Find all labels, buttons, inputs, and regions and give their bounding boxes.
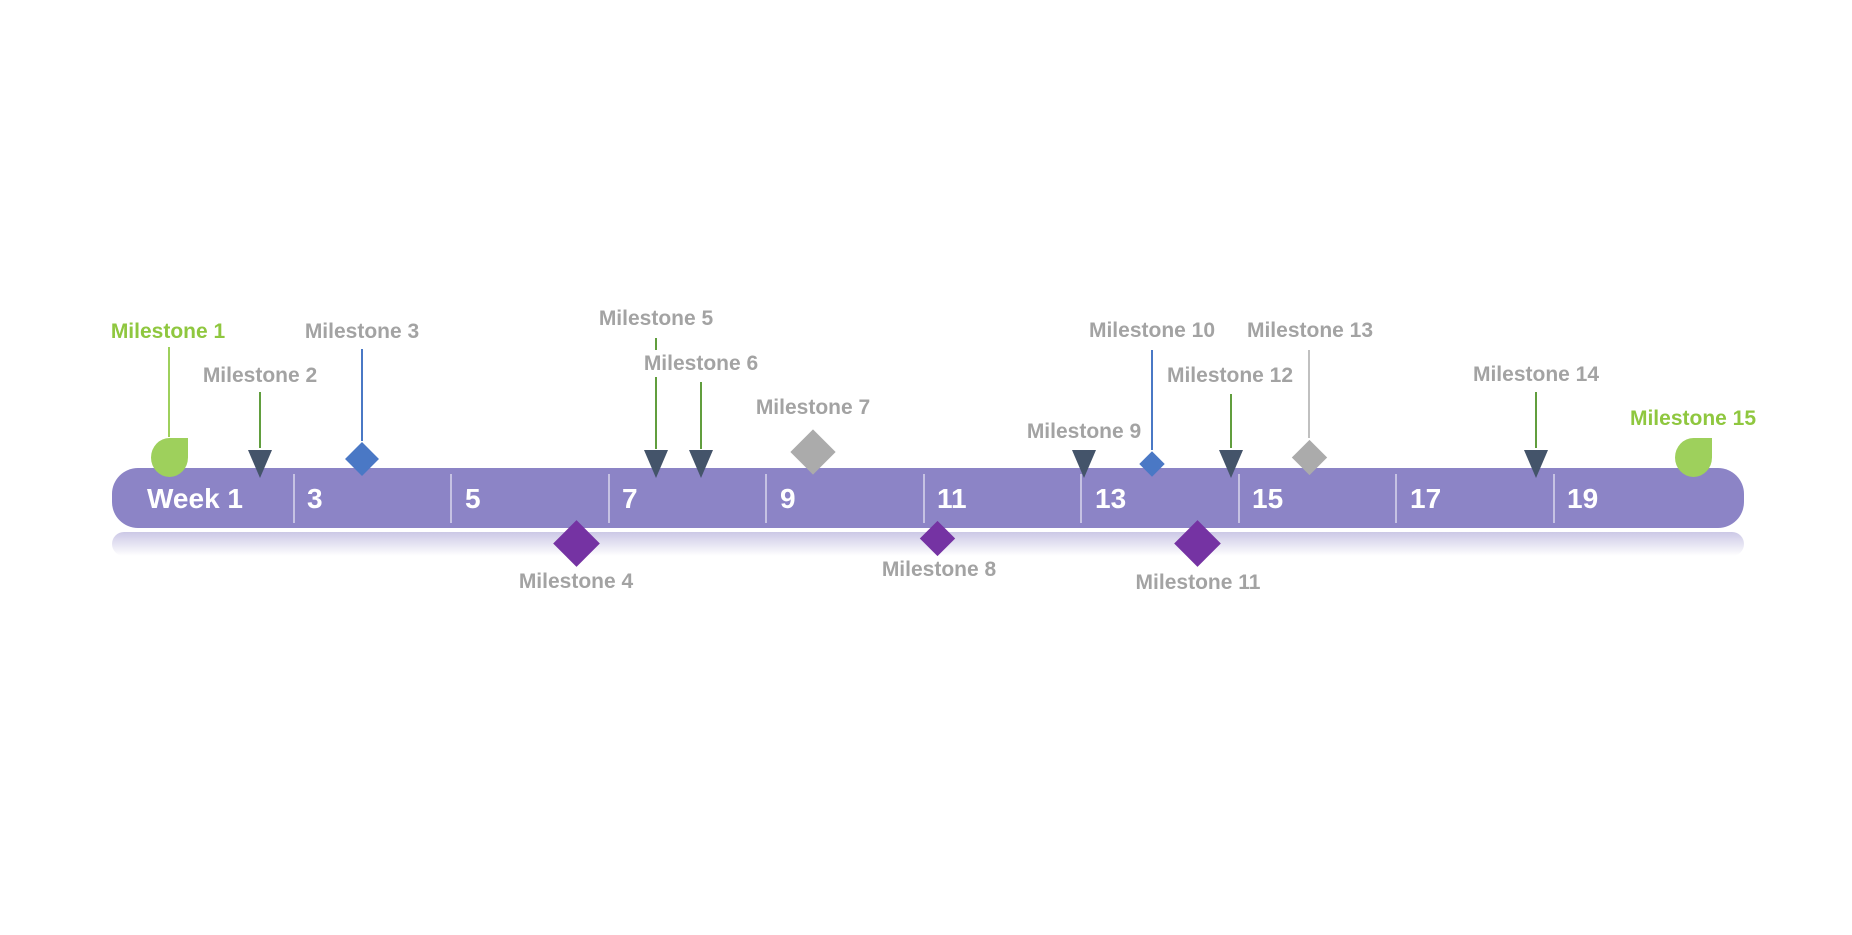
- milestone-14-connector: [1535, 392, 1537, 448]
- week-label: 13: [1095, 483, 1127, 514]
- milestone-1-label[interactable]: Milestone 1: [110, 320, 226, 343]
- milestone-6-label[interactable]: Milestone 6: [643, 352, 759, 375]
- week-divider: [1238, 474, 1240, 523]
- milestone-12-connector: [1230, 394, 1232, 448]
- milestone-15-label[interactable]: Milestone 15: [1629, 407, 1757, 430]
- milestone-5-triangle-marker-icon[interactable]: [643, 450, 668, 478]
- milestone-13-connector: [1308, 350, 1310, 438]
- week-divider: [765, 474, 767, 523]
- milestone-1-connector: [168, 347, 170, 437]
- week-label: Week 1: [147, 483, 243, 514]
- week-divider: [1080, 474, 1082, 523]
- milestone-5-connector: [655, 338, 657, 350]
- milestone-1-leaf-marker-icon[interactable]: [151, 438, 188, 477]
- milestone-2-label[interactable]: Milestone 2: [202, 364, 318, 387]
- milestone-3-label[interactable]: Milestone 3: [304, 320, 420, 343]
- milestone-15-leaf-marker-icon[interactable]: [1675, 438, 1712, 477]
- milestone-9-label[interactable]: Milestone 9: [1026, 420, 1142, 443]
- milestone-4-label[interactable]: Milestone 4: [518, 570, 634, 593]
- week-label: 19: [1567, 483, 1599, 514]
- timeline-bar[interactable]: [112, 468, 1744, 528]
- milestone-12-triangle-marker-icon[interactable]: [1218, 450, 1243, 478]
- milestone-14-label[interactable]: Milestone 14: [1472, 363, 1600, 386]
- milestone-6-connector: [700, 382, 702, 449]
- milestone-11-label[interactable]: Milestone 11: [1135, 571, 1261, 594]
- milestone-8-label[interactable]: Milestone 8: [881, 558, 997, 581]
- milestone-2-connector: [259, 392, 261, 448]
- week-divider: [608, 474, 610, 523]
- week-divider: [1553, 474, 1555, 523]
- week-label: 5: [465, 483, 481, 514]
- week-label: 9: [780, 483, 796, 514]
- milestone-12-label[interactable]: Milestone 12: [1166, 364, 1294, 387]
- milestone-9-triangle-marker-icon[interactable]: [1072, 450, 1096, 478]
- milestone-5-label[interactable]: Milestone 5: [598, 307, 714, 330]
- milestone-10-connector: [1151, 350, 1153, 450]
- week-label: 7: [622, 483, 638, 514]
- milestone-7-label[interactable]: Milestone 7: [755, 396, 871, 419]
- week-divider: [1395, 474, 1397, 523]
- week-label: 17: [1410, 483, 1442, 514]
- milestone-3-connector: [361, 349, 363, 441]
- milestone-5-connector: [655, 377, 657, 449]
- week-label: 11: [937, 483, 967, 514]
- milestone-10-label[interactable]: Milestone 10: [1088, 319, 1216, 342]
- week-divider: [293, 474, 295, 523]
- week-divider: [450, 474, 452, 523]
- week-label: 15: [1252, 483, 1284, 514]
- week-divider: [923, 474, 925, 523]
- milestone-13-label[interactable]: Milestone 13: [1246, 319, 1374, 342]
- milestone-6-triangle-marker-icon[interactable]: [688, 450, 713, 478]
- milestone-14-triangle-marker-icon[interactable]: [1523, 450, 1548, 478]
- week-label: 3: [307, 483, 323, 514]
- milestone-2-triangle-marker-icon[interactable]: [248, 450, 272, 478]
